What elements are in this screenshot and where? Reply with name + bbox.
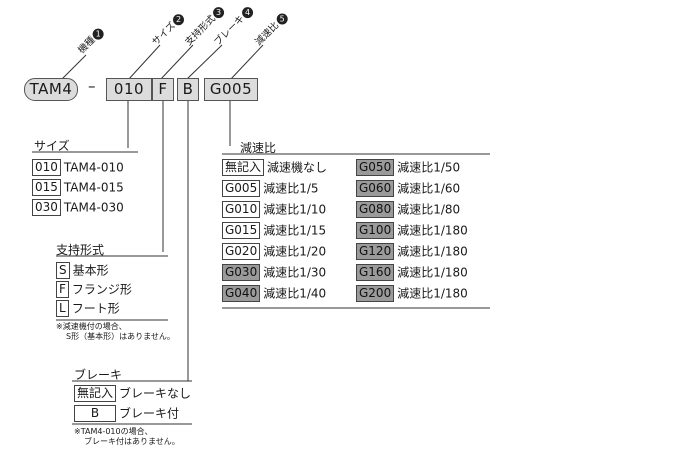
option-desc: ブレーキなし <box>119 386 192 401</box>
option-desc: 減速比1/80 <box>397 202 461 217</box>
option-code: 015 <box>32 179 61 196</box>
option-desc: 減速比1/180 <box>397 265 468 280</box>
brake-note-line2: ブレーキ付はありません。 <box>84 437 180 446</box>
option-desc: 減速比1/15 <box>263 223 327 238</box>
option-desc: 減速比1/60 <box>397 181 461 196</box>
option-code: F <box>56 281 69 298</box>
model-code-support: F <box>152 78 174 101</box>
option-code: G200 <box>356 285 395 302</box>
option-desc: 減速比1/40 <box>263 286 327 301</box>
option-desc: 減速比1/20 <box>263 244 327 259</box>
option-code: G050 <box>356 159 395 176</box>
brake-row: 無記入ブレーキなし <box>74 384 191 402</box>
option-desc: TAM4-030 <box>63 200 124 215</box>
support-title: 支持形式 <box>56 243 105 257</box>
model-code-dash: – <box>88 77 96 95</box>
brake-title: ブレーキ <box>74 368 123 382</box>
brake-note-line1: ※TAM4-010の場合、 <box>74 427 153 436</box>
option-desc: ブレーキ付 <box>119 406 180 421</box>
option-code: G005 <box>222 180 261 197</box>
option-code: 無記入 <box>74 385 117 402</box>
option-desc: 減速比1/30 <box>263 265 327 280</box>
model-code-brake: B <box>177 78 199 101</box>
option-desc: 減速比1/180 <box>397 244 468 259</box>
option-code: 010 <box>32 159 61 176</box>
option-desc: 減速比1/180 <box>397 223 468 238</box>
reduction-title: 減速比 <box>240 141 277 155</box>
label-number-badge: 1 <box>92 28 104 40</box>
label-number-badge: 4 <box>242 7 254 19</box>
model-code-series: TAM4 <box>24 78 78 101</box>
option-code: G160 <box>356 264 395 281</box>
reduction-row-left: 無記入減速機なし <box>222 158 327 176</box>
option-code: G120 <box>356 243 395 260</box>
option-code: G015 <box>222 222 261 239</box>
option-desc: TAM4-010 <box>63 160 124 175</box>
option-desc: 減速比1/180 <box>397 286 468 301</box>
option-code: L <box>56 300 69 317</box>
option-desc: TAM4-015 <box>63 180 124 195</box>
option-code: G030 <box>222 264 261 281</box>
label-number-badge: 2 <box>173 14 185 26</box>
option-desc: 減速比1/10 <box>263 202 327 217</box>
option-code: G020 <box>222 243 261 260</box>
label-number-badge: 5 <box>276 13 288 25</box>
label-number-badge: 3 <box>213 7 225 19</box>
option-desc: 減速比1/5 <box>263 181 319 196</box>
option-code: G100 <box>356 222 395 239</box>
option-code: B <box>74 405 116 422</box>
option-desc: フート形 <box>71 301 120 316</box>
option-code: G040 <box>222 285 261 302</box>
model-code-size: 010 <box>106 78 152 101</box>
model-code-reduction: G005 <box>204 78 258 101</box>
size-title: サイズ <box>34 139 70 153</box>
option-desc: 基本形 <box>72 263 109 278</box>
option-desc: 減速比1/50 <box>397 160 461 175</box>
option-code: 030 <box>32 199 61 216</box>
option-code: S <box>56 262 70 279</box>
option-code: 無記入 <box>222 159 265 176</box>
support-note-line2: S形（基本形）はありません。 <box>66 332 175 341</box>
option-desc: フランジ形 <box>71 282 132 297</box>
option-code: G060 <box>356 180 395 197</box>
support-note-line1: ※減速機付の場合、 <box>56 322 127 331</box>
option-code: G080 <box>356 201 395 218</box>
option-desc: 減速機なし <box>267 160 328 175</box>
option-code: G010 <box>222 201 261 218</box>
